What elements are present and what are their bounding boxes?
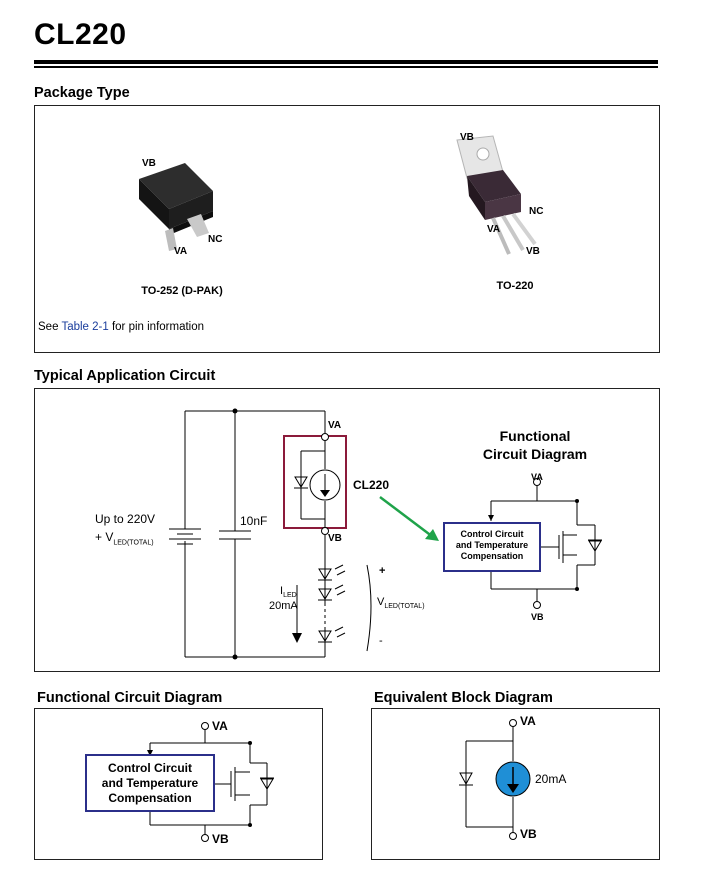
package-type-heading: Package Type [34,85,130,101]
cl220-part-label: CL220 [353,478,390,492]
iled-sub: LED [283,592,297,600]
cl220-pin-va: VA [328,420,342,431]
vled-minus: - [379,635,383,647]
inset-block-line3: Compensation [460,551,524,561]
dpak-caption: TO-252 (D-PAK) [141,285,223,297]
functional-block-line2: and Temperature [101,776,199,790]
pin-info-note-suffix: for pin information [108,321,205,333]
iled-value: 20mA [269,600,298,612]
supply-vled-prefix: + V [95,530,114,544]
inset-title-line2: Circuit Diagram [482,446,588,462]
equivalent-pin-va: VA [520,714,536,728]
functional-circuit-diagram [85,722,274,842]
functional-diagram-box: VA VB Control Circuit and Temperature Co… [34,708,323,860]
application-circuit-diagram [169,408,602,660]
table-2-1-link[interactable]: Table 2-1 [61,321,109,333]
vled-label: VLED(TOTAL) [377,596,425,610]
title-rule-thick [34,60,658,64]
inset-control-block: Control Circuit and Temperature Compensa… [444,529,540,562]
functional-block-line1: Control Circuit [108,761,192,775]
to220-pin-nc: NC [529,206,544,217]
equivalent-block-diagram [459,719,531,840]
to220-caption: TO-220 [496,280,534,292]
to220-pin-va: VA [487,224,501,235]
functional-control-block: Control Circuit and Temperature Compensa… [86,761,214,806]
supply-vled-label: + VLED(TOTAL) [95,530,154,546]
cl220-pin-vb: VB [328,533,342,544]
equivalent-current-label: 20mA [535,772,567,786]
inset-title: Functional Circuit Diagram [465,427,605,463]
vled-sub: LED(TOTAL) [384,603,425,611]
pin-info-note-prefix: See [38,321,62,333]
functional-block-line3: Compensation [108,791,192,805]
vled-symbol: V [377,596,385,608]
title-rule-thin [34,66,658,68]
functional-pin-vb: VB [212,832,229,846]
supply-vled-sub: LED(TOTAL) [113,539,154,547]
inset-block-line2: and Temperature [455,540,529,550]
package-type-box: VB VA NC TO-252 (D-PAK) VB NC VA VB TO-2… [34,105,660,353]
equivalent-diagram-box: VA VB 20mA [371,708,660,860]
inset-title-line1: Functional [499,428,571,444]
inset-pin-va: VA [531,472,543,482]
equivalent-diagram-heading: Equivalent Block Diagram [374,690,553,706]
inset-pin-vb: VB [531,612,544,622]
pin-info-note: See Table 2-1 for pin information [38,321,204,333]
to220-pin-vb-top: VB [460,132,474,143]
iled-label: ILED [280,585,297,599]
dpak-pin-vb: VB [142,158,156,169]
inset-block-line1: Control Circuit [460,529,524,539]
application-circuit-box: Up to 220V + VLED(TOTAL) 10nF VA VB CL22… [34,388,660,672]
capacitor-label: 10nF [240,514,268,528]
functional-pin-va: VA [212,719,228,733]
page-title: CL220 [34,18,127,51]
to220-pin-vb-bottom: VB [526,246,540,257]
application-circuit-heading: Typical Application Circuit [34,368,216,384]
supply-voltage-label: Up to 220V [95,512,156,526]
vled-plus: + [379,565,386,577]
to220-package-image [456,135,537,255]
dpak-pin-nc: NC [208,234,223,245]
dpak-pin-va: VA [174,246,188,257]
iled-symbol: I [280,585,284,597]
equivalent-pin-vb: VB [520,827,537,841]
dpak-package-image [139,163,213,251]
functional-diagram-heading: Functional Circuit Diagram [37,690,223,706]
